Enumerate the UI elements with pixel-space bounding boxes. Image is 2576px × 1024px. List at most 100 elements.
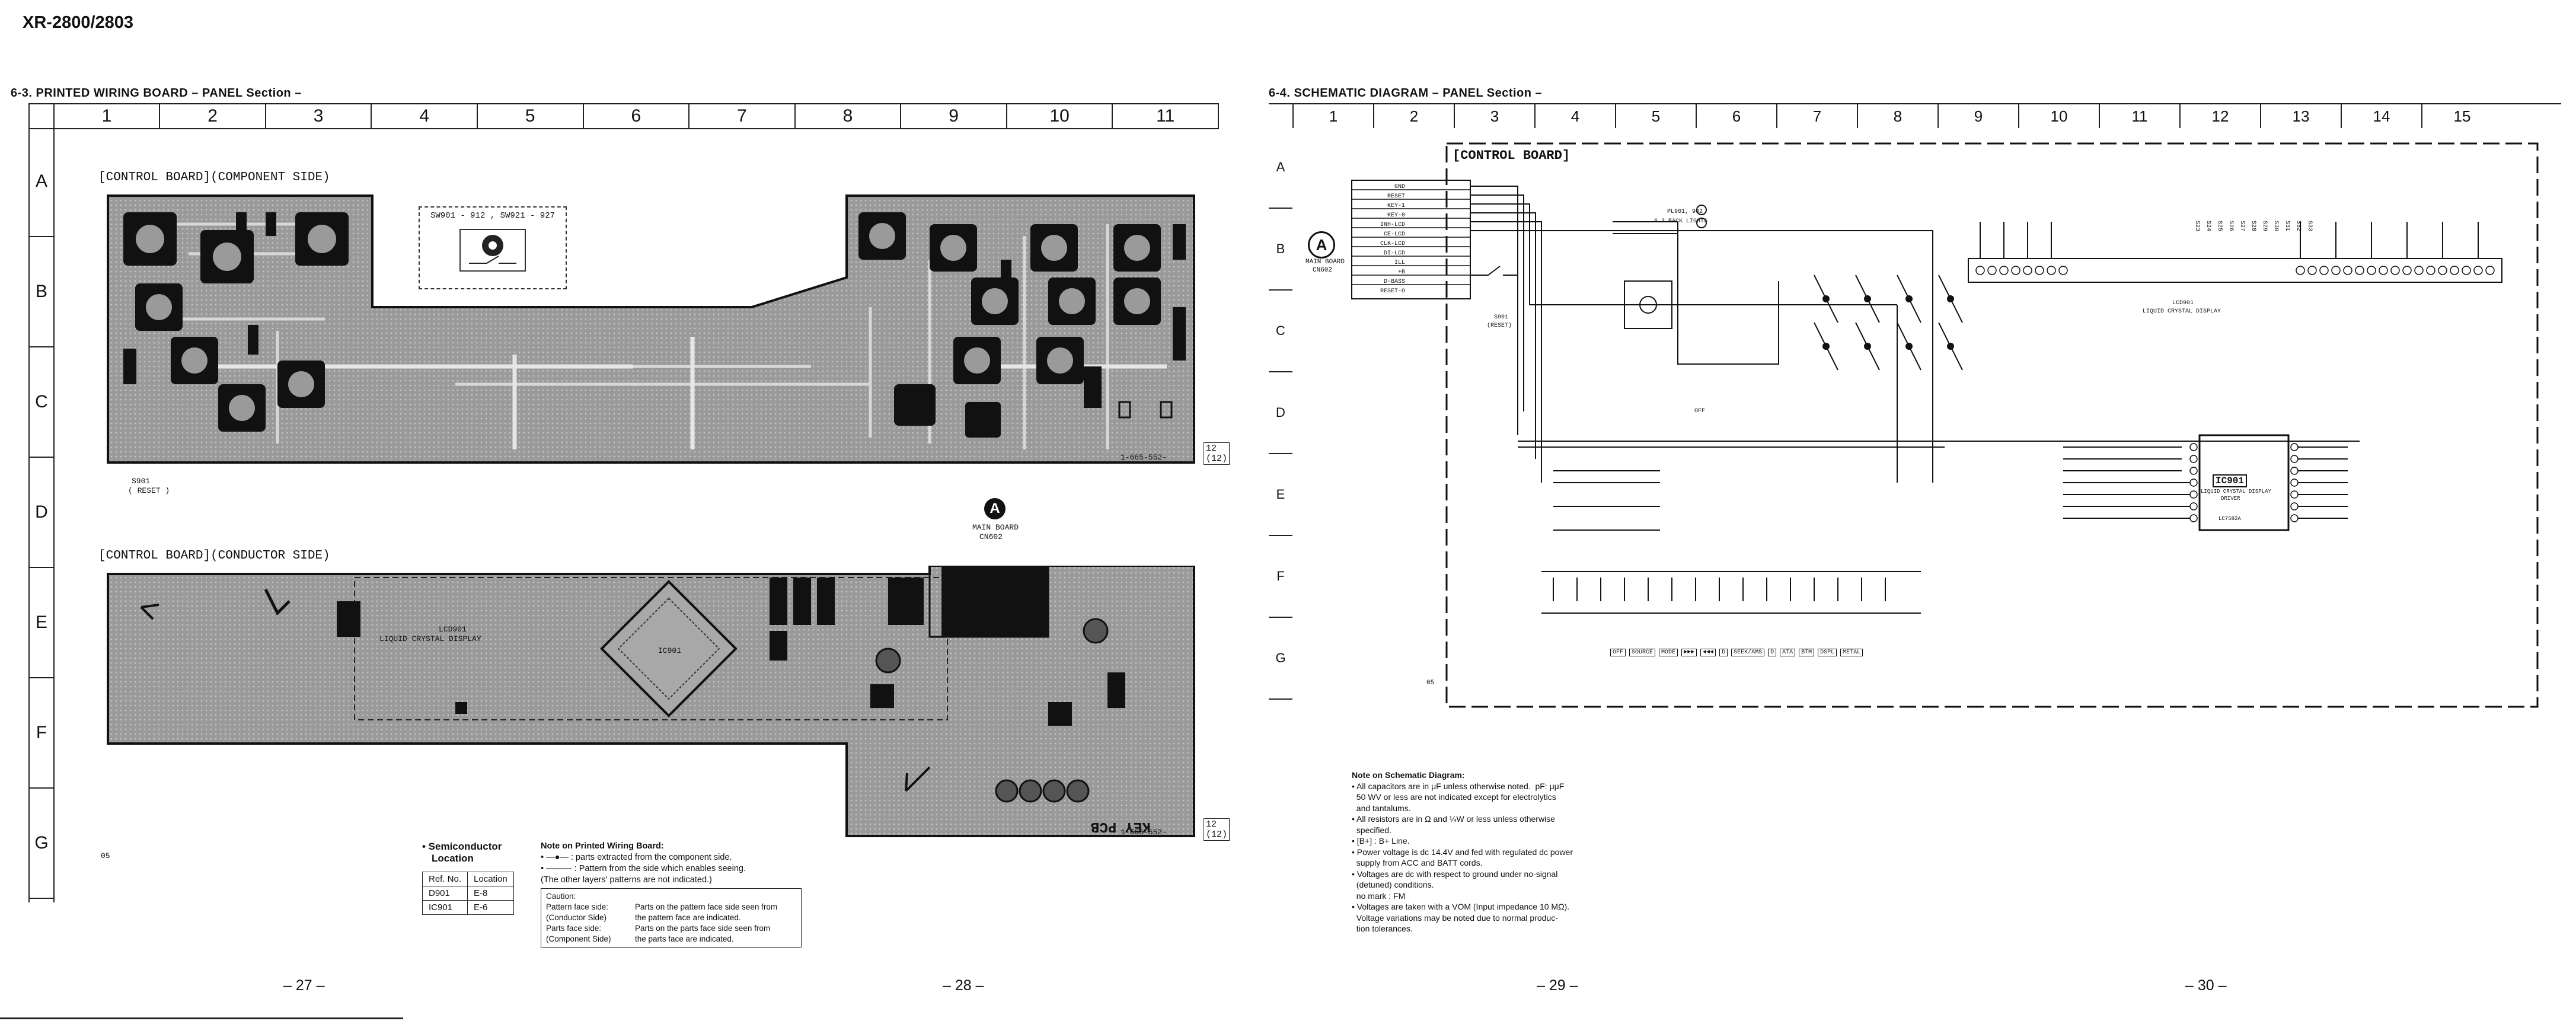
connector-pin-label: RESET xyxy=(1387,193,1405,200)
segment-label: S28 xyxy=(2250,221,2256,232)
caution-text: the pattern face are indicated. xyxy=(635,913,741,922)
grid-column-label: 6 xyxy=(1696,104,1776,128)
segment-label: S23 xyxy=(2194,221,2200,232)
switch-range-label: SW901 - 912 , SW921 - 927 xyxy=(430,211,556,221)
lcd901-label-pwb: LCD901 xyxy=(439,625,467,634)
connector-pin-label: KEY-0 xyxy=(1387,212,1405,219)
segment-label: S33 xyxy=(2306,221,2313,232)
board-code-bottom: 1-665-552- xyxy=(1121,828,1167,837)
grid-row-label: A xyxy=(30,127,53,237)
grid-row-label: B xyxy=(30,237,53,347)
switch-function-label: OFF xyxy=(1610,649,1626,656)
ic901-part: LC7582A xyxy=(2219,516,2241,522)
caution-label: (Conductor Side) xyxy=(546,913,607,922)
grid-row-label: A xyxy=(1269,127,1292,209)
grid-column-label: 7 xyxy=(688,104,794,128)
schematic-note-line: supply from ACC and BATT cords. xyxy=(1352,858,1483,867)
reset-label: ( RESET ) xyxy=(128,486,170,495)
schematic-drawing xyxy=(1292,127,2561,726)
grid-row-label: B xyxy=(1269,209,1292,291)
switch-function-label: BTM xyxy=(1799,649,1815,656)
grid-column-label: 1 xyxy=(53,104,159,128)
pwb-note-line: • —●— : parts extracted from the compone… xyxy=(541,853,732,862)
board-code-top: 1-665-552- xyxy=(1121,453,1167,462)
marker-a-schematic: A xyxy=(1308,231,1335,259)
grid-column-label: 14 xyxy=(2341,104,2421,128)
main-board-label-pwb: MAIN BOARD xyxy=(972,523,1019,532)
schematic-note-line: no mark : FM xyxy=(1352,891,1406,901)
lcd-desc-sch: LIQUID CRYSTAL DISPLAY xyxy=(2143,308,2221,315)
grid-row-label: D xyxy=(30,458,53,568)
switch-function-label: ►►► xyxy=(1681,649,1697,656)
connector-pin-label: DI-LCD xyxy=(1383,250,1405,257)
connector-pin-label: ILL xyxy=(1394,260,1405,266)
schematic-note-title: Note on Schematic Diagram: xyxy=(1352,770,1465,780)
main-board-label-sch: MAIN BOARD xyxy=(1305,259,1345,266)
schematic-note-line: 50 WV or less are not indicated except f… xyxy=(1352,792,1556,802)
segment-label: S32 xyxy=(2295,221,2302,232)
segment-label: S31 xyxy=(2284,221,2290,232)
grid-row-label: C xyxy=(30,347,53,458)
grid-column-label: 2 xyxy=(159,104,265,128)
caution-label: Parts face side: xyxy=(546,924,602,933)
grid-row-label: G xyxy=(30,789,53,899)
table-row: IC901 E-6 xyxy=(422,900,514,915)
table-cell: IC901 xyxy=(422,900,468,915)
grid-column-label: 9 xyxy=(900,104,1006,128)
switch-function-label: METAL xyxy=(1840,649,1863,656)
grid-column-label: 3 xyxy=(264,104,371,128)
grid-column-label: 10 xyxy=(2018,104,2099,128)
connector-pin-label: INH-LCD xyxy=(1380,222,1405,228)
grid-row-label: F xyxy=(1269,536,1292,618)
caution-box: Caution: Pattern face side:Parts on the … xyxy=(541,888,802,948)
conductor-side-board xyxy=(100,564,1202,844)
model-number: XR-2800/2803 xyxy=(23,13,134,32)
switch-function-label: MODE xyxy=(1659,649,1678,656)
backlight-label: PL901, 902 xyxy=(1667,209,1703,215)
backlight-desc: 6.3 BACK LIGHTS xyxy=(1654,218,1708,225)
ic901-desc1: LIQUID CRYSTAL DISPLAY xyxy=(2201,489,2271,495)
switch-function-label: D xyxy=(1768,649,1777,656)
segment-label: S27 xyxy=(2239,221,2245,232)
schematic-note-line: • All resistors are in Ω and ¼W or less … xyxy=(1352,814,1555,824)
component-board-outline xyxy=(107,194,1195,464)
ic901-label-sch: IC901 xyxy=(2213,474,2248,487)
schematic-note-line: • All capacitors are in μF unless otherw… xyxy=(1352,781,1565,791)
off-label: OFF xyxy=(1694,408,1706,414)
grid-column-label: 11 xyxy=(1112,104,1220,128)
component-side-title: [CONTROL BOARD](COMPONENT SIDE) xyxy=(98,171,330,184)
schematic-note-line: specified. xyxy=(1352,825,1391,835)
pwb-note-title: Note on Printed Wiring Board: xyxy=(541,841,664,851)
grid-column-label: 12 xyxy=(2179,104,2260,128)
schematic-05-label: 05 xyxy=(1426,680,1435,687)
grid-column-label: 15 xyxy=(2421,104,2502,128)
connector-pin-label: GND xyxy=(1394,184,1405,190)
switch-function-label: ATA xyxy=(1780,649,1796,656)
grid-row-label: E xyxy=(1269,454,1292,536)
segment-label: S25 xyxy=(2216,221,2223,232)
reset-label-sch: (RESET) xyxy=(1487,323,1512,329)
grid-column-label: 1 xyxy=(1292,104,1373,128)
segment-label: S24 xyxy=(2205,221,2211,232)
pwb-section-title: 6-3. PRINTED WIRING BOARD – PANEL Sectio… xyxy=(11,87,302,100)
caution-text: the parts face are indicated. xyxy=(635,934,734,943)
pwb-note: Note on Printed Wiring Board: • —●— : pa… xyxy=(541,841,802,948)
grid-column-label: 13 xyxy=(2260,104,2341,128)
schematic-note-line: • Voltages are taken with a VOM (Input i… xyxy=(1352,902,1570,911)
grid-column-label: 8 xyxy=(794,104,901,128)
table-header: Ref. No. xyxy=(422,872,468,886)
lcd-desc-pwb: LIQUID CRYSTAL DISPLAY xyxy=(379,634,481,643)
grid-column-label: 2 xyxy=(1373,104,1454,128)
semiconductor-table: Ref. No. Location D901 E-8 IC901 E-6 xyxy=(422,872,514,915)
grid-corner xyxy=(1269,104,1292,128)
switch-symbol-icon xyxy=(459,229,526,272)
grid-row-label: E xyxy=(30,568,53,678)
component-side-board xyxy=(100,189,1202,471)
page-number-28: – 28 – xyxy=(943,977,984,994)
schematic-note-lines: • All capacitors are in μF unless otherw… xyxy=(1352,781,1619,934)
segment-label: S30 xyxy=(2272,221,2279,232)
caution-text: Parts on the pattern face side seen from xyxy=(635,902,778,911)
schematic-note-line: tion tolerances. xyxy=(1352,924,1413,933)
